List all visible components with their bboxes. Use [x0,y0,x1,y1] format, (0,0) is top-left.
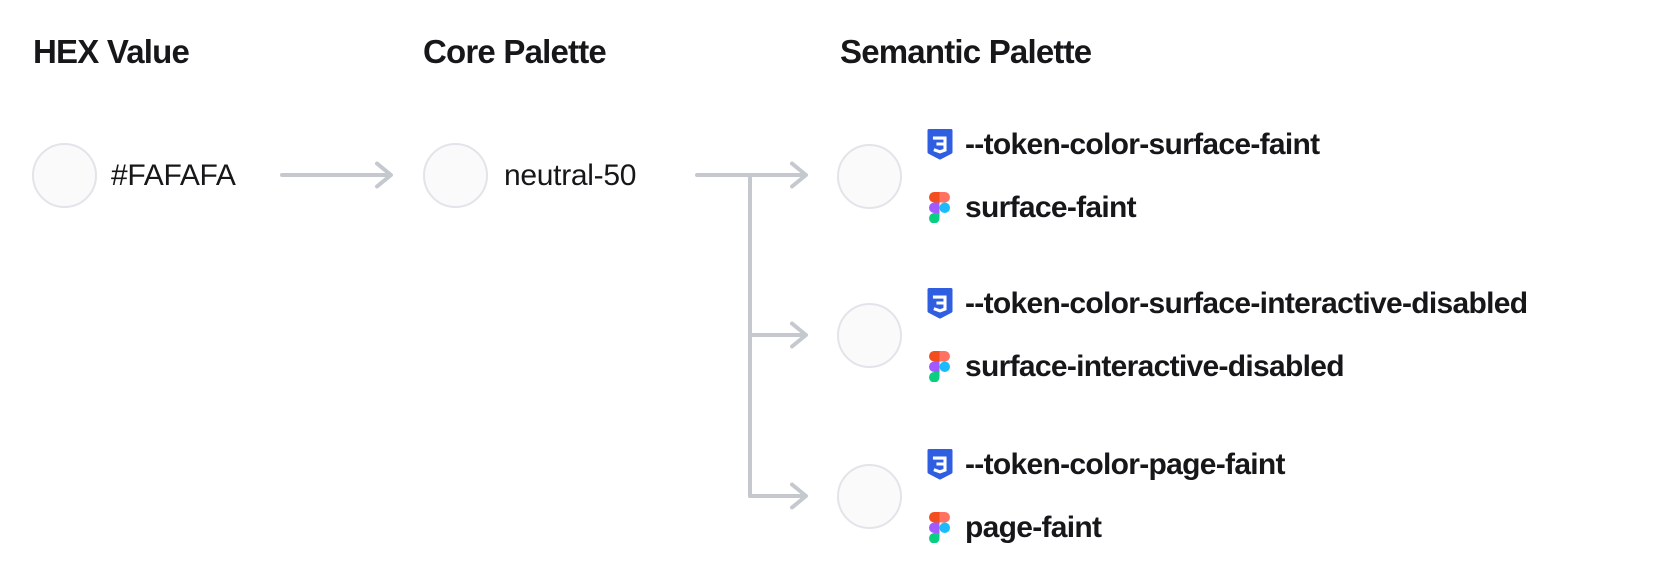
hex-value-node: #FAFAFA [32,143,236,208]
arrowhead-row3 [790,482,808,510]
figma-token-line: surface-faint [926,176,1319,239]
semantic-token-row: --token-color-surface-interactive-disabl… [837,272,1528,398]
figma-token-label: page-faint [965,510,1102,544]
semantic-color-swatch [837,463,902,529]
figma-logo-icon [929,191,950,224]
hex-color-swatch [32,143,97,208]
core-palette-node: neutral-50 [423,143,636,208]
arrowhead-row2 [790,321,808,349]
figma-token-label: surface-interactive-disabled [965,349,1345,383]
figma-token-label: surface-faint [965,190,1137,224]
arrowhead-row1 [790,161,808,189]
semantic-color-swatch [837,302,902,368]
figma-logo-icon [929,511,950,544]
core-palette-label: neutral-50 [504,158,637,192]
semantic-token-row: --token-color-page-faint page-faint [837,433,1286,559]
css-token-label: --token-color-surface-interactive-disabl… [965,286,1528,320]
semantic-token-texts: --token-color-surface-faint surface-fain… [926,113,1320,239]
css-token-line: --token-color-surface-faint [926,113,1320,176]
figma-token-line: page-faint [926,496,1285,559]
css-token-line: --token-color-surface-interactive-disabl… [926,272,1528,335]
css3-shield-icon [927,448,953,479]
semantic-token-row: --token-color-surface-faint surface-fain… [837,113,1320,239]
css3-shield-icon [927,128,953,159]
css3-shield-icon [927,287,953,318]
semantic-token-texts: --token-color-page-faint page-faint [926,433,1286,559]
css-token-line: --token-color-page-faint [926,433,1286,496]
semantic-token-texts: --token-color-surface-interactive-disabl… [926,272,1528,398]
css-token-label: --token-color-surface-faint [965,127,1320,161]
arrowhead-hex-to-core [375,161,393,189]
semantic-palette-heading: Semantic Palette [840,33,1092,70]
hex-value-heading: HEX Value [33,33,190,70]
core-color-swatch [423,143,488,208]
css-token-label: --token-color-page-faint [965,447,1286,481]
semantic-color-swatch [837,143,902,209]
figma-logo-icon [929,350,950,383]
hex-value-label: #FAFAFA [111,158,236,192]
core-palette-heading: Core Palette [423,33,607,70]
figma-token-line: surface-interactive-disabled [926,335,1527,398]
